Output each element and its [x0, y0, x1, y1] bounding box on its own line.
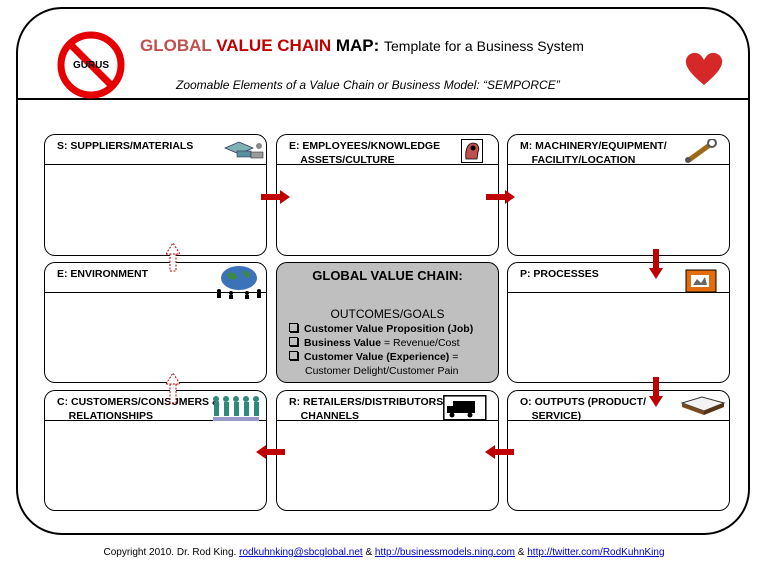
outer-frame	[16, 7, 750, 535]
box-label-outputs: O: OUTPUTS (PRODUCT/ SERVICE)	[520, 396, 646, 422]
box-processes: P: PROCESSES	[507, 262, 730, 383]
arrow-down-icon	[649, 249, 663, 279]
arrow-left-icon	[485, 445, 514, 459]
supplies-icon	[223, 141, 264, 159]
arrow-down-icon	[649, 377, 663, 407]
box-label-processes: P: PROCESSES	[520, 268, 599, 280]
box-label-customers: C: CUSTOMERS/CONSUMERS & RELATIONSHIPS	[57, 396, 220, 422]
box-label-employees: E: EMPLOYEES/KNOWLEDGE ASSETS/CULTURE	[289, 140, 441, 166]
goal-item: Customer Value (Experience) =	[289, 350, 473, 364]
box-machinery: M: MACHINERY/EQUIPMENT/ FACILITY/LOCATIO…	[507, 134, 730, 256]
truck-icon	[443, 395, 487, 421]
header-divider	[16, 98, 750, 100]
box-retailers: R: RETAILERS/DISTRIBUTORS/ CHANNELS	[276, 390, 499, 511]
factory-icon	[685, 269, 717, 293]
box-label-machinery: M: MACHINERY/EQUIPMENT/ FACILITY/LOCATIO…	[520, 140, 667, 166]
heart-icon	[685, 52, 723, 85]
box-label-environment: E: ENVIRONMENT	[57, 268, 149, 280]
twitter-link[interactable]: http://twitter.com/RodKuhnKing	[527, 547, 665, 558]
center-subtitle: OUTCOMES/GOALS	[330, 307, 445, 321]
footer-copyright: Copyright 2010. Dr. Rod King. rodkuhnkin…	[103, 547, 665, 558]
box-suppliers: S: SUPPLIERS/MATERIALS	[44, 134, 267, 256]
head-icon	[461, 139, 483, 163]
email-link[interactable]: rodkuhnking@sbcglobal.net	[239, 547, 363, 558]
goal-continuation: Customer Delight/Customer Pain	[305, 365, 459, 377]
logo-text: GURUS	[73, 60, 109, 71]
globe-icon	[217, 266, 261, 299]
arrow-up-dashed-icon	[166, 242, 180, 272]
box-outputs: O: OUTPUTS (PRODUCT/ SERVICE)	[507, 390, 730, 511]
box-label-suppliers: S: SUPPLIERS/MATERIALS	[57, 140, 194, 152]
no-gurus-icon: GURUS	[57, 31, 125, 99]
page-title: GLOBAL VALUE CHAIN MAP: Template for a B…	[140, 36, 584, 55]
center-outcomes-box: GLOBAL VALUE CHAIN: OUTCOMES/GOALS Custo…	[276, 262, 499, 383]
businessmodels-link[interactable]: http://businessmodels.ning.com	[374, 547, 515, 558]
wrench-icon	[685, 139, 717, 163]
goal-item: Customer Value Proposition (Job)	[289, 322, 473, 336]
checkbox-icon	[289, 337, 298, 346]
arrow-right-icon	[261, 190, 290, 204]
goal-item: Business Value = Revenue/Cost	[289, 336, 473, 350]
box-customers: C: CUSTOMERS/CONSUMERS & RELATIONSHIPS	[44, 390, 267, 511]
box-label-retailers: R: RETAILERS/DISTRIBUTORS/ CHANNELS	[289, 396, 447, 422]
book-icon	[680, 396, 726, 415]
page-subtitle: Zoomable Elements of a Value Chain or Bu…	[176, 78, 560, 92]
arrow-left-icon	[256, 445, 285, 459]
box-employees: E: EMPLOYEES/KNOWLEDGE ASSETS/CULTURE	[276, 134, 499, 256]
checkbox-icon	[289, 351, 298, 360]
center-title: GLOBAL VALUE CHAIN:	[312, 268, 463, 283]
goals-list: Customer Value Proposition (Job) Busines…	[289, 322, 473, 378]
checkbox-icon	[289, 323, 298, 332]
people-icon	[213, 396, 259, 421]
box-environment: E: ENVIRONMENT	[44, 262, 267, 383]
arrow-right-icon	[486, 190, 515, 204]
arrow-up-dashed-icon	[166, 372, 180, 404]
